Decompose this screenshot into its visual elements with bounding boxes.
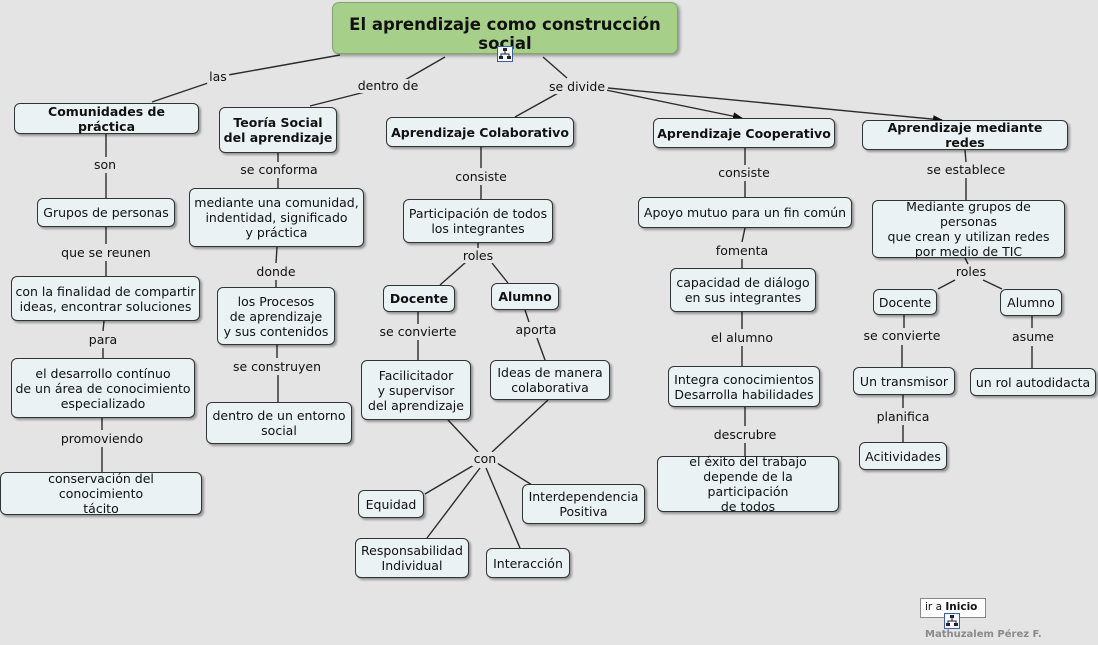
node-interaccion[interactable]: Interacción	[486, 548, 570, 578]
node-integra-conocimientos[interactable]: Integra conocimientos Desarrolla habilid…	[668, 366, 820, 407]
hierarchy-icon-graphic	[499, 48, 511, 59]
node-procesos-aprendizaje[interactable]: los Procesos de aprendizaje y sus conten…	[217, 287, 335, 345]
node-actividades[interactable]: Acitividades	[859, 442, 947, 470]
node-ideas-colaborativa[interactable]: Ideas de manera colaborativa	[490, 360, 610, 400]
node-mediante-grupos-tic[interactable]: Mediante grupos de personas que crean y …	[872, 199, 1065, 259]
link-label-se-convierte-colaborativo: se convierte	[377, 324, 459, 339]
link-label-se-divide: se divide	[546, 79, 608, 94]
node-aprendizaje-cooperativo[interactable]: Aprendizaje Cooperativo	[653, 118, 835, 148]
link-label-son: son	[91, 157, 119, 172]
node-un-transmisor[interactable]: Un transmisor	[853, 367, 955, 395]
go-to-prefix: ir a	[925, 601, 943, 613]
node-comunidades-de-practica[interactable]: Comunidades de práctica	[14, 103, 199, 134]
node-entorno-social[interactable]: dentro de un entorno social	[206, 402, 352, 444]
link-label-se-convierte-redes: se convierte	[861, 328, 943, 343]
link-label-con: con	[471, 451, 499, 466]
link-label-se-establece: se establece	[924, 162, 1008, 177]
link-label-para: para	[86, 332, 120, 347]
node-responsabilidad-individual[interactable]: Responsabilidad Individual	[355, 538, 469, 578]
main-topic-title: El aprendizaje como construcción social	[332, 2, 678, 54]
node-aprendizaje-redes[interactable]: Aprendizaje mediante redes	[862, 120, 1068, 150]
link-label-roles-colaborativo: roles	[460, 248, 496, 263]
node-interdependencia-positiva[interactable]: Interdependencia Positiva	[522, 484, 645, 524]
node-capacidad-dialogo[interactable]: capacidad de diálogo en sus integrantes	[670, 268, 816, 312]
link-label-planifica: planifica	[874, 409, 932, 424]
node-facilitador-supervisor[interactable]: Facilicitador y supervisor del aprendiza…	[361, 360, 471, 420]
link-label-el-alumno: el alumno	[709, 330, 775, 345]
link-label-que-se-reunen: que se reunen	[59, 245, 153, 260]
link-label-fomenta: fomenta	[713, 243, 771, 258]
node-apoyo-mutuo[interactable]: Apoyo mutuo para un fin común	[638, 197, 852, 228]
node-equidad[interactable]: Equidad	[358, 490, 424, 518]
hierarchy-icon-graphic-footer	[946, 615, 958, 626]
node-rol-autodidacta[interactable]: un rol autodidacta	[970, 368, 1096, 396]
link-label-las: las	[207, 69, 229, 84]
node-aprendizaje-colaborativo[interactable]: Aprendizaje Colaborativo	[386, 117, 574, 147]
node-conservacion-conocimiento[interactable]: conservación del conocimiento tácito	[0, 471, 202, 516]
link-label-se-conforma: se conforma	[238, 162, 320, 177]
node-grupos-de-personas[interactable]: Grupos de personas	[37, 198, 175, 227]
node-mediante-comunidad[interactable]: mediante una comunidad, indentidad, sign…	[189, 188, 364, 247]
link-label-se-construyen: se construyen	[230, 359, 324, 374]
link-label-roles-redes: roles	[953, 264, 989, 279]
go-to-target: Inicio	[945, 601, 978, 613]
concept-map-icon[interactable]	[497, 46, 513, 62]
link-label-donde: donde	[254, 264, 298, 279]
author-credit: Mathuzalem Pérez F.	[925, 629, 1042, 640]
node-teoria-social[interactable]: Teoría Social del aprendizaje	[219, 107, 337, 153]
link-label-dentro-de: dentro de	[355, 78, 421, 93]
node-desarrollo-continuo[interactable]: el desarrollo contínuo de un área de con…	[11, 358, 195, 418]
node-docente-colaborativo[interactable]: Docente	[383, 285, 455, 312]
link-label-asume: asume	[1010, 329, 1056, 344]
home-map-icon[interactable]	[944, 613, 960, 629]
link-label-aporta: aporta	[513, 322, 559, 337]
link-label-consiste-cooperativo: consiste	[716, 165, 772, 180]
node-alumno-redes[interactable]: Alumno	[1000, 289, 1062, 316]
node-docente-redes[interactable]: Docente	[873, 289, 937, 315]
node-finalidad-compartir[interactable]: con la finalidad de compartir ideas, enc…	[11, 276, 200, 321]
link-label-promoviendo: promoviendo	[58, 431, 146, 446]
link-label-consiste-colaborativo: consiste	[453, 169, 509, 184]
node-exito-trabajo[interactable]: el éxito del trabajo depende de la parti…	[657, 454, 839, 514]
node-alumno-colaborativo[interactable]: Alumno	[491, 283, 559, 310]
node-participacion-integrantes[interactable]: Participación de todos los integrantes	[403, 199, 553, 243]
link-label-descrubre: descrubre	[711, 427, 779, 442]
